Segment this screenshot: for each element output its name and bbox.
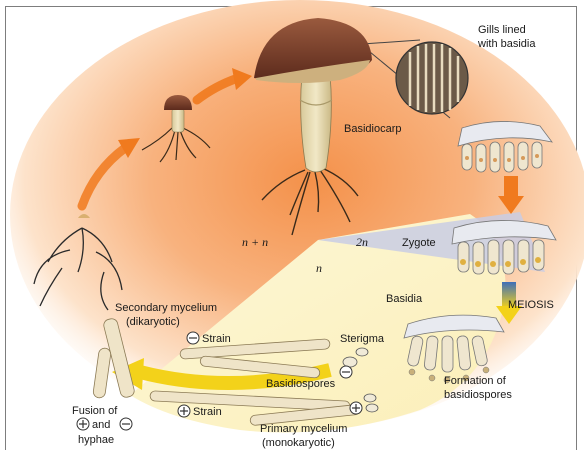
zygote-label: Zygote [402,237,436,249]
meiosis-label: MEIOSIS [508,299,554,311]
plus-strain-sign-icon [178,405,190,417]
formation-label-line1: Formation of [444,375,507,387]
secondary-mycelium-label-line1: Secondary mycelium [115,302,217,314]
gills-label-line1: Gills lined [478,24,526,36]
fusion-label-and: and [92,419,110,431]
basidiospores-label: Basidiospores [266,378,336,390]
sterigma-label: Sterigma [340,333,385,345]
fusion-label-line1: Fusion of [72,405,118,417]
ploidy-dikaryon-label: n + n [242,235,268,249]
secondary-mycelium-label-line2: (dikaryotic) [126,316,180,328]
ploidy-haploid-label: n [316,261,322,275]
spore-plus-sign-icon [350,402,362,414]
basidiocarp-label: Basidiocarp [344,123,401,135]
plus-strain-label: Strain [193,406,222,418]
formation-label-line2: basidiospores [444,389,512,401]
fusion-label-line3: hyphae [78,434,114,446]
fusion-plus-sign-icon [77,418,89,430]
minus-strain-sign-icon [187,332,199,344]
primary-mycelium-label-line1: Primary mycelium [260,423,347,435]
minus-strain-label: Strain [202,333,231,345]
spore-minus-sign-icon [340,366,352,378]
gills-detail-circle [396,42,468,114]
basidia-label: Basidia [386,293,423,305]
gills-label-line2: with basidia [477,38,536,50]
zygote-cluster [452,220,556,274]
primary-mycelium-label-line2: (monokaryotic) [262,437,335,449]
fusion-minus-sign-icon [120,418,132,430]
ploidy-diploid-label: 2n [356,235,368,249]
